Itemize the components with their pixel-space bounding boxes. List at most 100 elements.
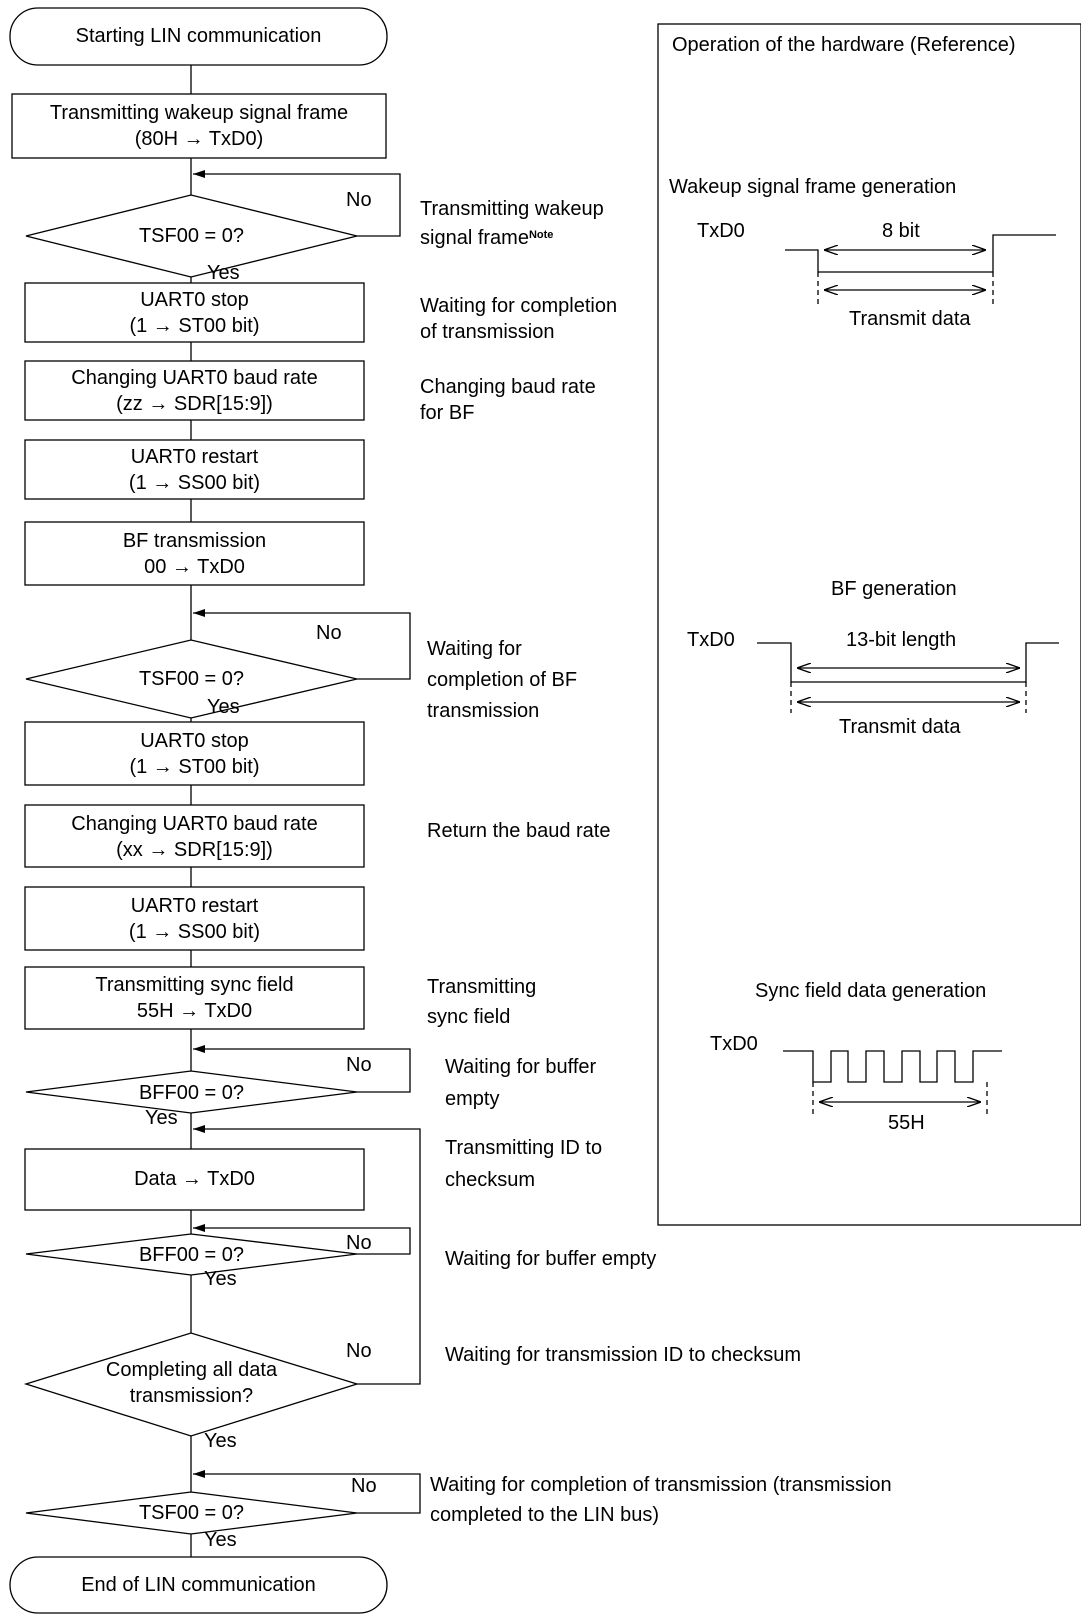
uart0-restart-1-line2: (1 → SS00 bit) (128, 472, 261, 494)
no-label-4: No (346, 1232, 372, 1254)
note-bf-completion-line2: completion of BF (427, 669, 578, 691)
baud-zz-line2: (zz → SDR[15:9]) (116, 393, 273, 415)
bf-waveform (757, 642, 1059, 683)
baud-xx-line2: (xx → SDR[15:9]) (116, 839, 273, 861)
decision-6-text: TSF00 = 0? (138, 1502, 245, 1524)
note-sync-line2: sync field (427, 1006, 511, 1028)
start-label: Starting LIN communication (10, 23, 387, 49)
process-baud-xx (24, 804, 365, 868)
note-buffer-empty: Waiting for buffer empty (445, 1051, 596, 1115)
bf-transmit-data: Transmit data (839, 716, 961, 738)
uart0-stop-1-label: UART0 stop (1 → ST00 bit) (25, 287, 364, 339)
uart0-stop-1-line2: (1 → ST00 bit) (129, 315, 260, 337)
decision-5-line1: Completing all data (105, 1359, 278, 1381)
uart0-stop-2-label: UART0 stop (1 → ST00 bit) (25, 728, 364, 780)
process-bf-transmission (24, 521, 365, 586)
hardware-reference-panel (657, 23, 1081, 1226)
bf-transmission-line2: 00 → TxD0 (144, 556, 245, 578)
bf-transmission-label: BF transmission 00 → TxD0 (25, 528, 364, 580)
decision-6-label: TSF00 = 0? (26, 1500, 357, 1526)
uart0-restart-1-label: UART0 restart (1 → SS00 bit) (25, 444, 364, 496)
bf-transmission-line1: BF transmission (122, 530, 267, 552)
sync-55h-label: 55H (888, 1112, 925, 1134)
no-label-5: No (346, 1340, 372, 1362)
note-baud-bf: Changing baud rate for BF (420, 374, 596, 426)
sync-field-line1: Transmitting sync field (95, 974, 294, 996)
process-uart0-restart-1 (24, 439, 365, 500)
process-baud-zz (24, 360, 365, 421)
end-text: End of LIN communication (81, 1574, 316, 1596)
note-wakeup-line2: signal frameNote (420, 222, 604, 251)
note-lin-bus: Waiting for completion of transmission (… (430, 1470, 892, 1530)
no-label-6: No (351, 1475, 377, 1497)
note-wakeup-text: signal frame (420, 227, 529, 249)
baud-zz-label: Changing UART0 baud rate (zz → SDR[15:9]… (25, 365, 364, 417)
bf-generation-title: BF generation (831, 578, 957, 600)
decision-1-label: TSF00 = 0? (26, 223, 357, 249)
hardware-title: Operation of the hardware (Reference) (672, 34, 1016, 56)
note-id-checksum-line1: Transmitting ID to (445, 1137, 603, 1159)
note-id-checksum-line2: checksum (445, 1169, 536, 1191)
note-bf-completion: Waiting for completion of BF transmissio… (427, 634, 577, 727)
bf-13bit-label: 13-bit length (846, 629, 957, 651)
note-sync: Transmitting sync field (427, 972, 536, 1032)
decision-5-line2: transmission? (129, 1385, 254, 1407)
process-sync-field (24, 966, 365, 1030)
baud-xx-label: Changing UART0 baud rate (xx → SDR[15:9]… (25, 811, 364, 863)
note-sup: Note (528, 229, 554, 241)
note-buffer-empty-line1: Waiting for buffer (445, 1056, 597, 1078)
sync-generation-title: Sync field data generation (755, 980, 987, 1002)
note-baud-bf-line1: Changing baud rate (420, 376, 596, 398)
baud-zz-line1: Changing UART0 baud rate (71, 367, 318, 389)
decision-2-text: TSF00 = 0? (138, 668, 245, 690)
uart0-restart-1-line1: UART0 restart (130, 446, 259, 468)
decision-5-label: Completing all data transmission? (26, 1357, 357, 1409)
data-txd0-text: Data → TxD0 (134, 1168, 255, 1190)
note-baud-bf-line2: for BF (420, 402, 475, 424)
wakeup-frame-line1: Transmitting wakeup signal frame (49, 102, 349, 124)
wakeup-frame-label: Transmitting wakeup signal frame (80H → … (12, 100, 386, 152)
sync-txd0-label: TxD0 (710, 1033, 758, 1055)
yes-label-1: Yes (207, 262, 240, 284)
wakeup-txd0-label: TxD0 (697, 220, 745, 242)
note-wakeup: Transmitting wakeup signal frameNote (420, 196, 604, 251)
decision-4-text: BFF00 = 0? (138, 1244, 245, 1266)
decision-4-label: BFF00 = 0? (26, 1242, 357, 1268)
decision-3-label: BFF00 = 0? (26, 1080, 357, 1106)
wakeup-transmit-data: Transmit data (849, 308, 971, 330)
no-label-1: No (346, 189, 372, 211)
yes-label-6: Yes (204, 1529, 237, 1551)
no-label-3: No (346, 1054, 372, 1076)
note-lin-bus-line2: completed to the LIN bus) (430, 1504, 660, 1526)
wakeup-8bit-label: 8 bit (882, 220, 920, 242)
uart0-restart-2-line2: (1 → SS00 bit) (128, 921, 261, 943)
end-terminal (9, 1556, 388, 1614)
note-return-baud: Return the baud rate (427, 820, 611, 842)
process-uart0-restart-2 (24, 886, 365, 951)
note-id-checksum-2: Waiting for transmission ID to checksum (445, 1344, 802, 1366)
note-completion-line1: Waiting for completion (420, 295, 618, 317)
note-completion: Waiting for completion of transmission (420, 293, 617, 345)
baud-xx-line1: Changing UART0 baud rate (71, 813, 318, 835)
note-buffer-empty-2: Waiting for buffer empty (445, 1248, 657, 1270)
decision-1-text: TSF00 = 0? (138, 225, 245, 247)
note-lin-bus-line1: Waiting for completion of transmission (… (430, 1474, 892, 1496)
uart0-stop-2-line2: (1 → ST00 bit) (129, 756, 260, 778)
yes-label-5: Yes (204, 1430, 237, 1452)
note-buffer-empty-line2: empty (445, 1088, 500, 1110)
sync-waveform (783, 1050, 1002, 1083)
end-label: End of LIN communication (10, 1572, 387, 1598)
uart0-restart-2-label: UART0 restart (1 → SS00 bit) (25, 893, 364, 945)
uart0-stop-2-line1: UART0 stop (140, 730, 249, 752)
yes-label-2: Yes (207, 696, 240, 718)
process-uart0-stop-1 (24, 282, 365, 343)
bf-txd0-label: TxD0 (687, 629, 735, 651)
note-bf-completion-line3: transmission (427, 700, 540, 722)
sync-field-line2: 55H → TxD0 (136, 1000, 253, 1022)
wakeup-generation-title: Wakeup signal frame generation (669, 176, 957, 198)
decision-2-label: TSF00 = 0? (26, 666, 357, 692)
process-uart0-stop-2 (24, 721, 365, 786)
yes-label-4: Yes (204, 1268, 237, 1290)
no-label-2: No (316, 622, 342, 644)
